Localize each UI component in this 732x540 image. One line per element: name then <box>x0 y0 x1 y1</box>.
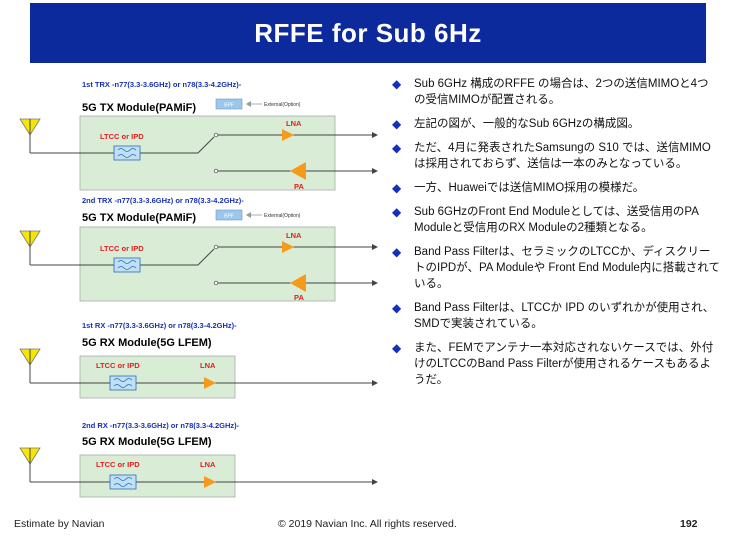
rx1-antenna-icon <box>19 348 41 376</box>
footer-copyright: © 2019 Navian Inc. All rights reserved. <box>278 518 457 530</box>
tx1-antenna-icon <box>19 118 41 146</box>
rx2-lna-icon <box>204 476 216 488</box>
rffe-block-diagram: 1st TRX -n77(3.3-3.6GHz) or n78(3.3-4.2G… <box>19 80 378 498</box>
page-number: 192 <box>680 518 698 530</box>
rx1-lna-icon <box>204 377 216 389</box>
tx2-option-label: External(Option) <box>264 213 301 219</box>
rx2-freq-label: 2nd RX -n77(3.3-3.6GHz) or n78(3.3-4.2GH… <box>82 421 240 430</box>
rx2-antenna-icon <box>19 447 41 475</box>
page-title: RFFE for Sub 6Hz <box>254 17 482 48</box>
tx1-option-box-label: BPF <box>224 103 234 109</box>
tx2-lna-icon <box>282 241 294 253</box>
bullet-item: また、FEMでアンテナ一本対応されないケースでは、外付けのLTCCのBand P… <box>392 340 720 388</box>
tx1-lna-label: LNA <box>286 119 302 128</box>
bullet-item: Band Pass Filterは、セラミックのLTCCか、ディスクリートのIP… <box>392 244 720 292</box>
tx1-filter-label: LTCC or IPD <box>100 132 144 141</box>
tx1-option-box <box>215 98 243 110</box>
tx1-pa-icon <box>290 162 306 180</box>
tx2-filter-label: LTCC or IPD <box>100 244 144 253</box>
tx2-antenna-icon <box>19 230 41 258</box>
tx1-lna-icon <box>282 129 294 141</box>
bullet-list: Sub 6GHz 構成のRFFE の場合は、2つの送信MIMOと4つの受信MIM… <box>392 76 720 396</box>
tx2-pa-label: PA <box>294 293 304 302</box>
tx1-pa-label: PA <box>294 182 304 191</box>
footer-credit: Estimate by Navian <box>14 518 105 530</box>
bullet-item: 左記の図が、一般的なSub 6GHzの構成図。 <box>392 116 720 132</box>
rx1-filter-icon <box>109 375 137 391</box>
bullet-item: ただ、4月に発表されたSamsungの S10 では、送信MIMOは採用されてお… <box>392 140 720 172</box>
rx1-module-name: 5G RX Module(5G LFEM) <box>82 337 212 349</box>
rx-module-2: 2nd RX -n77(3.3-3.6GHz) or n78(3.3-4.2GH… <box>19 421 378 498</box>
tx2-option-box <box>215 209 243 221</box>
rx2-filter-icon <box>109 474 137 490</box>
tx-module-2: 2nd TRX -n77(3.3-3.6GHz) or n78(3.3-4.2G… <box>19 196 378 302</box>
rx2-module-name: 5G RX Module(5G LFEM) <box>82 436 212 448</box>
tx1-filter-icon <box>113 145 141 161</box>
title-bar: RFFE for Sub 6Hz <box>30 3 706 63</box>
tx-module-1: 1st TRX -n77(3.3-3.6GHz) or n78(3.3-4.2G… <box>19 80 378 191</box>
tx1-freq-label: 1st TRX -n77(3.3-3.6GHz) or n78(3.3-4.2G… <box>82 80 242 89</box>
rx1-module-box <box>79 355 236 399</box>
bullet-item: Sub 6GHz 構成のRFFE の場合は、2つの送信MIMOと4つの受信MIM… <box>392 76 720 108</box>
tx2-module-name: 5G TX Module(PAMiF) <box>82 212 196 224</box>
rx2-lna-label: LNA <box>200 460 216 469</box>
bullet-item: 一方、Huaweiでは送信MIMO採用の模様だ。 <box>392 180 720 196</box>
tx1-module-name: 5G TX Module(PAMiF) <box>82 102 196 114</box>
tx2-filter-icon <box>113 257 141 273</box>
rx1-filter-label: LTCC or IPD <box>96 361 140 370</box>
rx1-freq-label: 1st RX -n77(3.3-3.6GHz) or n78(3.3-4.2GH… <box>82 321 237 330</box>
bullet-item: Sub 6GHzのFront End Moduleとしては、送受信用のPA Mo… <box>392 204 720 236</box>
tx2-lna-label: LNA <box>286 231 302 240</box>
bullet-item: Band Pass Filterは、LTCCか IPD のいずれかが使用され、S… <box>392 300 720 332</box>
tx1-option-label: External(Option) <box>264 102 301 108</box>
rx-module-1: 1st RX -n77(3.3-3.6GHz) or n78(3.3-4.2GH… <box>19 321 378 399</box>
tx2-pa-icon <box>290 274 306 292</box>
rx1-lna-label: LNA <box>200 361 216 370</box>
rx2-filter-label: LTCC or IPD <box>96 460 140 469</box>
rx2-module-box <box>79 454 236 498</box>
tx2-freq-label: 2nd TRX -n77(3.3-3.6GHz) or n78(3.3-4.2G… <box>82 196 244 205</box>
tx2-option-box-label: BPF <box>224 214 234 220</box>
